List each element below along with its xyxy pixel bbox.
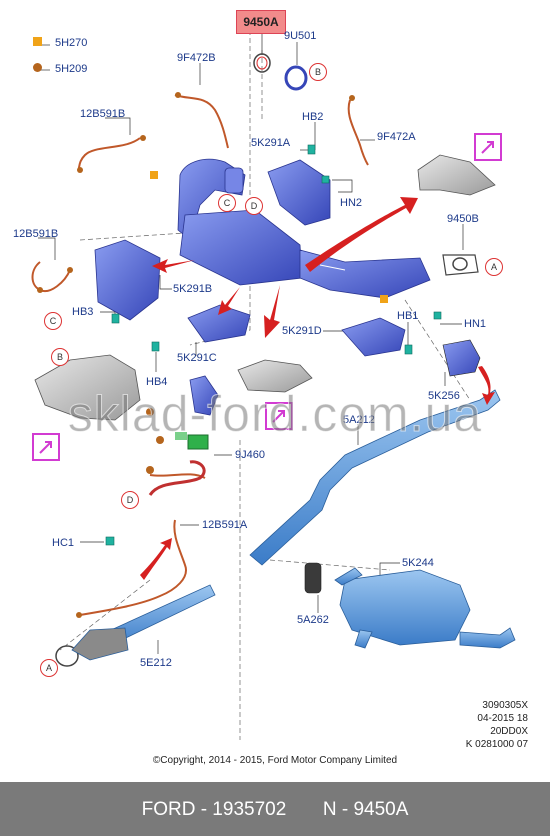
callout-c: C — [44, 312, 62, 330]
harness-wire — [148, 460, 206, 496]
callout-a: A — [485, 258, 503, 276]
part-label: 5K291A — [251, 137, 291, 149]
oxygen-sensors-wires — [31, 94, 369, 616]
legend-label-5h209: 5H209 — [55, 63, 88, 75]
part-label: 5K291D — [282, 325, 322, 337]
direction-arrows — [140, 197, 495, 580]
assembly-dash-lines — [59, 30, 471, 740]
part-label: HB1 — [397, 310, 419, 322]
part-label: 5K256 — [428, 390, 460, 402]
part-label: 5E212 — [140, 657, 172, 669]
grey-heat-shields — [34, 154, 496, 421]
part-label: HB4 — [146, 376, 168, 388]
callout-d: D — [121, 491, 139, 509]
legend-label-5h270: 5H270 — [55, 37, 88, 49]
rubber-hangers — [304, 339, 481, 594]
highlighted-part-number: 9450A — [236, 10, 286, 34]
callout-b: B — [309, 63, 327, 81]
part-label: 9450B — [447, 213, 479, 225]
ref-code-line: K 0281000 07 — [465, 739, 528, 750]
ref-code-line: 20DD0X — [490, 726, 528, 737]
copyright-notice: ©Copyright, 2014 - 2015, Ford Motor Comp… — [152, 755, 398, 766]
part-label: HC1 — [52, 537, 75, 549]
part-label: 5K291C — [177, 352, 217, 364]
heat-shields — [94, 159, 406, 416]
footer-bar: FORD - 1935702 N - 9450A — [0, 782, 550, 836]
callout-c: C — [218, 194, 236, 212]
part-label: 12B591B — [13, 228, 59, 240]
part-label: 9F472A — [377, 131, 416, 143]
view-detail-icon[interactable] — [32, 433, 60, 461]
thread-markers — [146, 171, 388, 474]
part-label: 5K291B — [173, 283, 213, 295]
legend-square-marker — [33, 37, 42, 46]
legend-dot-marker — [33, 63, 42, 72]
footer-part-info: FORD - 1935702 N - 9450A — [0, 799, 550, 821]
gaskets-clamps — [55, 53, 479, 667]
bolts-nuts — [105, 144, 442, 546]
watermark: sklad-ford.com.ua — [67, 386, 483, 443]
part-label: HB2 — [302, 111, 324, 123]
temperature-sensor — [175, 432, 209, 450]
part-label: 12B591A — [202, 519, 248, 531]
part-label: 9F472B — [177, 52, 216, 64]
view-detail-icon[interactable] — [474, 133, 502, 161]
exhaust-pipes — [71, 389, 516, 661]
view-detail-icon[interactable] — [265, 402, 293, 430]
callout-b: B — [51, 348, 69, 366]
part-label: 12B591B — [80, 108, 126, 120]
part-label: HN1 — [464, 318, 487, 330]
ref-code-line: 3090305X — [482, 700, 528, 711]
part-label: HB3 — [72, 306, 94, 318]
footer-n-part: N - 9450A — [322, 799, 409, 820]
dpf-catalyst-assembly — [177, 158, 431, 299]
diagram-drawing — [31, 30, 516, 740]
callout-a: A — [40, 659, 58, 677]
part-label: 9U501 — [284, 30, 317, 42]
part-label: 5K244 — [402, 557, 434, 569]
sensor-tips — [37, 92, 355, 618]
footer-brand-part: FORD - 1935702 — [141, 799, 287, 820]
part-label: 5A262 — [297, 614, 329, 626]
part-label: HN2 — [340, 197, 363, 209]
part-label: 9J460 — [235, 449, 265, 461]
ref-code-line: 04-2015 18 — [477, 713, 528, 724]
callout-d: D — [245, 197, 263, 215]
part-label: 5A212 — [343, 414, 375, 426]
